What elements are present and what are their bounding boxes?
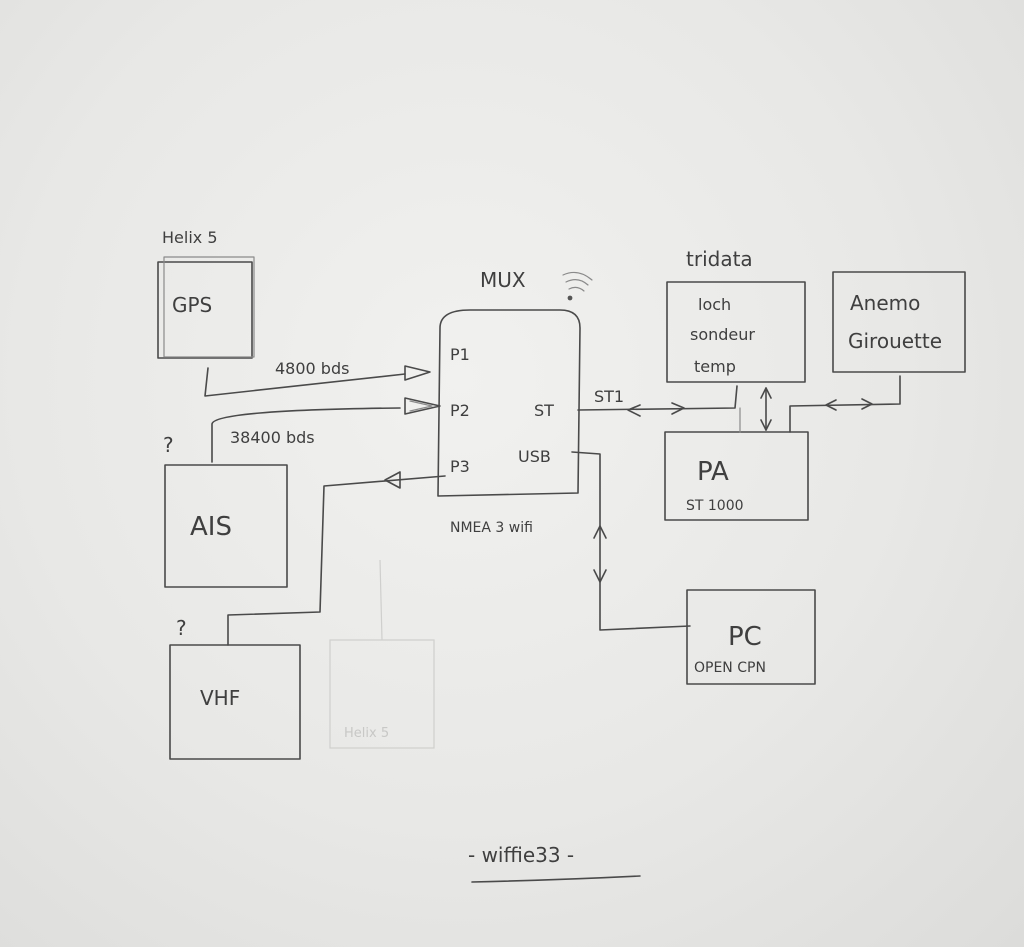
ais-label: AIS [190, 512, 232, 542]
ghost-helix-label: Helix 5 [344, 726, 389, 741]
anemo-arrow-left [825, 399, 837, 411]
st-label: ST [534, 401, 554, 420]
vhf-to-p3-line [227, 475, 446, 646]
ais-question-mark: ? [163, 433, 174, 457]
loch-label: loch [698, 295, 731, 314]
gps-to-p1-line [204, 367, 406, 397]
ghost-line [379, 559, 383, 641]
baud-38400-label: 38400 bds [230, 428, 315, 447]
temp-label: temp [694, 357, 736, 376]
wifi-icon [562, 271, 593, 301]
girouette-label: Girouette [848, 329, 942, 353]
tridata-pa-arrow-up [760, 387, 772, 399]
p1-arrowhead [404, 365, 431, 381]
p3-arrowhead [384, 471, 401, 489]
ais-to-p2-line [211, 407, 401, 463]
gps-label: GPS [172, 293, 212, 317]
baud-4800-label: 4800 bds [275, 359, 349, 378]
p1-label: P1 [450, 345, 470, 364]
p2-label: P2 [450, 401, 470, 420]
opencpn-label: OPEN CPN [694, 660, 766, 676]
pa-box [664, 431, 809, 521]
usb-label: USB [518, 447, 551, 466]
ais-box [164, 464, 288, 588]
st1000-label: ST 1000 [686, 498, 744, 514]
p2-arrowhead-inner [409, 400, 433, 412]
p2-arrowhead [404, 397, 441, 415]
pc-label: PC [728, 622, 762, 652]
st-bus-arrow-left [627, 404, 641, 417]
usb-pc-arrow-down [593, 569, 607, 583]
tridata-label: tridata [686, 247, 753, 271]
tridata-box [666, 281, 806, 383]
vhf-question-mark: ? [176, 616, 187, 640]
anemo-to-pa-line [789, 375, 901, 433]
mux-box [437, 309, 581, 497]
gps-box-outer [157, 261, 253, 359]
vhf-label: VHF [200, 686, 240, 710]
usb-to-pc-line [571, 451, 691, 631]
pc-box [686, 589, 816, 685]
mux-label: MUX [480, 268, 526, 292]
anemo-arrow-right [861, 398, 873, 410]
anemo-label: Anemo [850, 291, 920, 315]
usb-pc-arrow-up [593, 525, 607, 539]
gps-box-inner [163, 256, 255, 358]
p3-label: P3 [450, 457, 470, 476]
nmea-label: NMEA 3 wifi [450, 520, 533, 536]
vhf-box [169, 644, 301, 760]
signature-label: - wiffie33 - [468, 843, 574, 867]
anemo-box [832, 271, 966, 373]
sondeur-label: sondeur [690, 325, 755, 344]
pa-label: PA [697, 457, 729, 487]
tridata-pa-arrow-down [760, 419, 772, 431]
helix-top-label: Helix 5 [162, 228, 218, 247]
signature-underline [471, 875, 641, 883]
st1-label: ST1 [594, 387, 624, 406]
st-bus-arrow-right [671, 402, 685, 415]
